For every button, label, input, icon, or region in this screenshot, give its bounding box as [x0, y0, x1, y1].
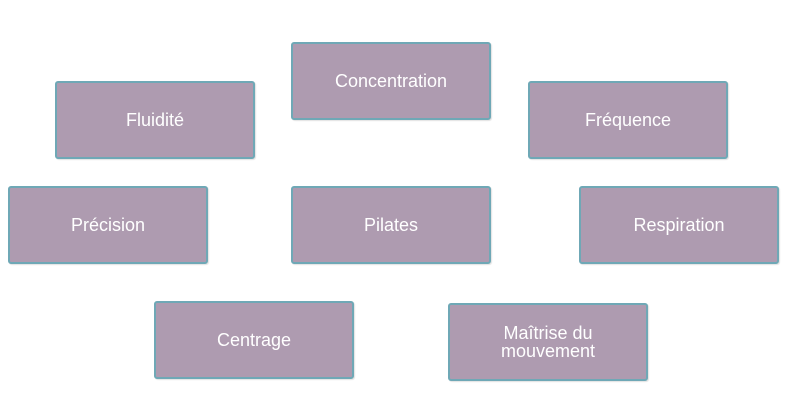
node-pilates-label: Pilates: [363, 215, 419, 235]
node-pilates-center: Pilates: [291, 186, 491, 264]
node-centrage: Centrage: [154, 301, 354, 379]
node-frequence: Fréquence: [528, 81, 728, 159]
node-precision-label: Précision: [70, 215, 146, 235]
node-fluidite-label: Fluidité: [125, 110, 185, 130]
node-concentration: Concentration: [291, 42, 491, 120]
node-frequence-label: Fréquence: [584, 110, 672, 130]
node-concentration-label: Concentration: [334, 71, 448, 91]
node-maitrise-label: Maîtrise du mouvement: [500, 323, 596, 361]
node-respiration: Respiration: [579, 186, 779, 264]
node-precision: Précision: [8, 186, 208, 264]
node-respiration-label: Respiration: [633, 215, 725, 235]
node-centrage-label: Centrage: [216, 330, 292, 350]
node-fluidite: Fluidité: [55, 81, 255, 159]
node-maitrise-du-mouvement: Maîtrise du mouvement: [448, 303, 648, 381]
